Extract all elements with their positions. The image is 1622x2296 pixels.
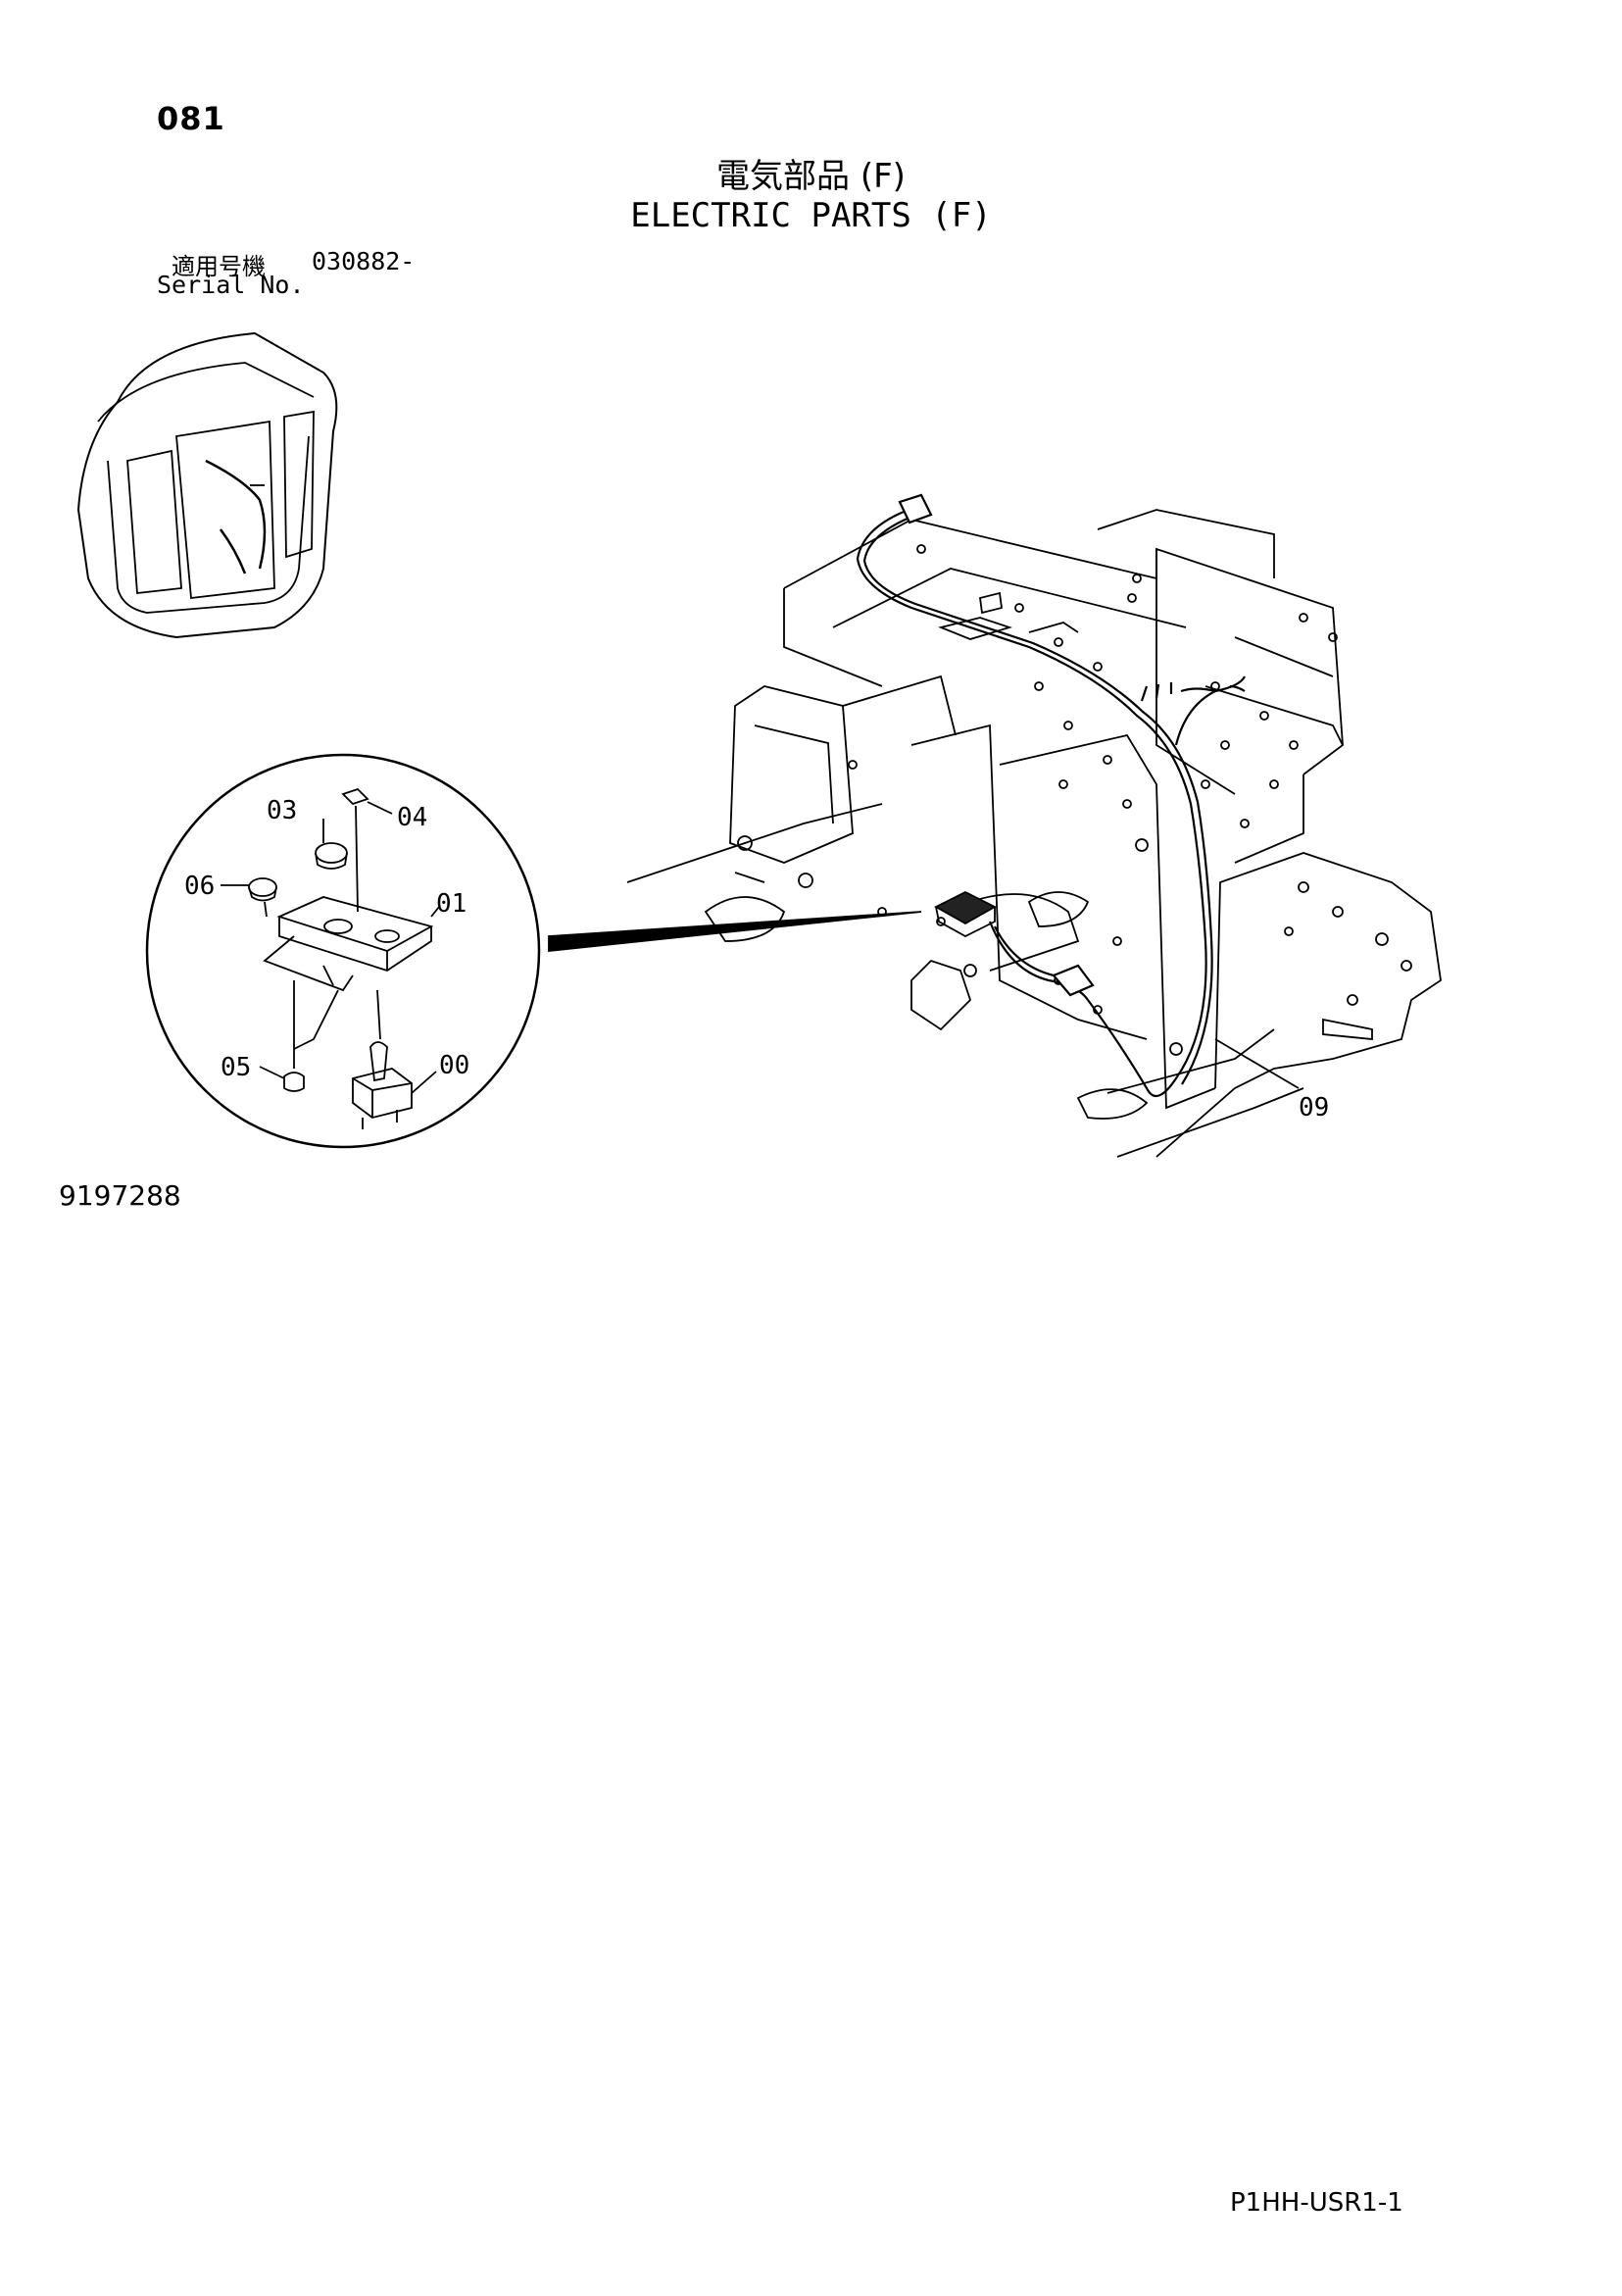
switch-mount-on-frame: [934, 890, 997, 938]
page-code: P1HH-USR1-1: [1230, 2188, 1403, 2218]
page-title-jp: 電気部品 (F): [716, 157, 906, 196]
callout-01: 01: [436, 889, 467, 919]
callout-09: 09: [1299, 1093, 1329, 1123]
detail-circle: [145, 753, 541, 1149]
callout-04: 04: [397, 803, 427, 832]
figure-number: 9197288: [59, 1179, 181, 1212]
detail-parts: [248, 787, 434, 1129]
callout-labels: 03 04 06 01 05 00 09: [184, 796, 1329, 1123]
callout-00: 00: [439, 1051, 469, 1080]
detail-leader-wedge: [548, 911, 922, 952]
callout-05: 05: [221, 1053, 251, 1082]
callout-leaders: [221, 801, 1300, 1094]
callout-03: 03: [267, 796, 297, 825]
cab-overview-illustration: [76, 331, 338, 639]
serial-label-en: Serial No.: [157, 271, 305, 299]
serial-number-value: 030882-: [312, 247, 416, 275]
page-title-en: ELECTRIC PARTS (F): [630, 196, 992, 235]
serial-label-jp: 適用号機: [172, 253, 266, 280]
callout-06: 06: [184, 872, 215, 901]
page-number: 081: [157, 100, 225, 137]
wiring-harness-09: [856, 493, 1246, 1098]
frame-assembly-illustration: [626, 509, 1442, 1158]
